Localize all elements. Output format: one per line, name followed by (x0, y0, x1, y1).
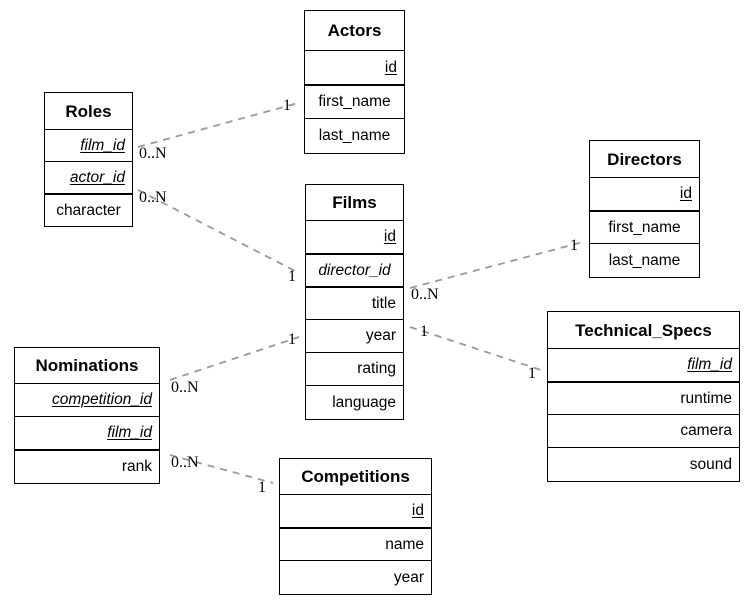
relationship-line-nominations-films (169, 336, 300, 381)
entity-attribute-technical_specs-sound[interactable]: sound (548, 448, 739, 481)
entity-attribute-actors-first_name[interactable]: first_name (305, 85, 404, 119)
attribute-label: first_name (318, 93, 391, 111)
entity-attribute-films-id[interactable]: id (306, 221, 403, 254)
entity-attribute-actors-last_name[interactable]: last_name (305, 119, 404, 153)
entity-attribute-films-director_id[interactable]: director_id (306, 254, 403, 287)
entity-attribute-roles-actor_id[interactable]: actor_id (45, 162, 132, 194)
entity-title-directors: Directors (590, 141, 699, 178)
cardinality-label-roles-films-to: 1 (288, 268, 296, 285)
attribute-label: name (385, 535, 424, 553)
entity-table-competitions[interactable]: Competitions id name year (279, 458, 432, 595)
attribute-label: id (679, 185, 692, 203)
entity-table-roles[interactable]: Roles film_id actor_id character (44, 92, 133, 227)
attribute-label: year (365, 327, 396, 345)
entity-title-nominations: Nominations (15, 348, 159, 384)
entity-table-directors[interactable]: Directors id first_name last_name (589, 140, 700, 278)
entity-attribute-competitions-year[interactable]: year (280, 561, 431, 594)
attribute-label: camera (680, 422, 732, 440)
attribute-label: rank (121, 458, 152, 476)
cardinality-label-roles-films-from: 0..N (139, 189, 167, 206)
cardinality-label-films-technical_specs-to: 1 (528, 365, 536, 382)
entity-title-technical_specs: Technical_Specs (548, 312, 739, 349)
entity-attribute-films-year[interactable]: year (306, 320, 403, 353)
entity-attribute-competitions-name[interactable]: name (280, 528, 431, 561)
entity-attribute-films-language[interactable]: language (306, 386, 403, 419)
entity-attribute-actors-id[interactable]: id (305, 51, 404, 85)
attribute-label: film_id (80, 136, 125, 154)
entity-attribute-roles-film_id[interactable]: film_id (45, 130, 132, 162)
entity-attribute-films-title[interactable]: title (306, 287, 403, 320)
entity-attribute-directors-first_name[interactable]: first_name (590, 211, 699, 244)
attribute-label: first_name (608, 218, 681, 236)
entity-attribute-directors-id[interactable]: id (590, 178, 699, 211)
attribute-label: film_id (107, 424, 152, 442)
cardinality-label-roles-actors-to: 1 (283, 97, 291, 114)
attribute-label: rating (357, 360, 396, 378)
entity-attribute-technical_specs-camera[interactable]: camera (548, 415, 739, 448)
attribute-label: language (332, 393, 396, 411)
cardinality-label-films-technical_specs-from: 1 (420, 323, 428, 340)
entity-title-competitions: Competitions (280, 459, 431, 495)
attribute-label: sound (689, 455, 732, 473)
attribute-label: last_name (318, 127, 391, 145)
entity-attribute-films-rating[interactable]: rating (306, 353, 403, 386)
attribute-label: id (411, 502, 424, 520)
relationship-line-films-technical_specs (409, 326, 542, 371)
cardinality-label-films-directors-to: 1 (570, 237, 578, 254)
entity-attribute-roles-character[interactable]: character (45, 194, 132, 226)
attribute-label: director_id (318, 261, 391, 279)
attribute-label: runtime (680, 389, 732, 407)
cardinality-label-nominations-films-from: 0..N (171, 379, 199, 396)
cardinality-label-nominations-films-to: 1 (288, 331, 296, 348)
attribute-label: actor_id (69, 168, 125, 186)
attribute-label: title (371, 294, 396, 312)
entity-attribute-technical_specs-film_id[interactable]: film_id (548, 349, 739, 382)
entity-attribute-directors-last_name[interactable]: last_name (590, 244, 699, 277)
entity-title-actors: Actors (305, 11, 404, 51)
cardinality-label-nominations-competitions-to: 1 (258, 479, 266, 496)
entity-title-films: Films (306, 185, 403, 221)
entity-attribute-competitions-id[interactable]: id (280, 495, 431, 528)
entity-attribute-nominations-rank[interactable]: rank (15, 450, 159, 483)
entity-attribute-nominations-film_id[interactable]: film_id (15, 417, 159, 450)
attribute-label: last_name (608, 251, 681, 269)
cardinality-label-roles-actors-from: 0..N (139, 145, 167, 162)
attribute-label: id (383, 228, 396, 246)
attribute-label: film_id (687, 356, 732, 374)
entity-table-actors[interactable]: Actors id first_name last_name (304, 10, 405, 154)
attribute-label: id (384, 58, 397, 76)
attribute-label: year (393, 568, 424, 586)
cardinality-label-films-directors-from: 0..N (411, 286, 439, 303)
entity-attribute-technical_specs-runtime[interactable]: runtime (548, 382, 739, 415)
attribute-label: character (56, 201, 121, 219)
attribute-label: competition_id (52, 391, 152, 409)
entity-title-roles: Roles (45, 93, 132, 130)
relationship-line-films-directors (409, 241, 584, 289)
cardinality-label-nominations-competitions-from: 0..N (171, 454, 199, 471)
entity-attribute-nominations-competition_id[interactable]: competition_id (15, 384, 159, 417)
relationship-line-roles-actors (137, 102, 299, 148)
